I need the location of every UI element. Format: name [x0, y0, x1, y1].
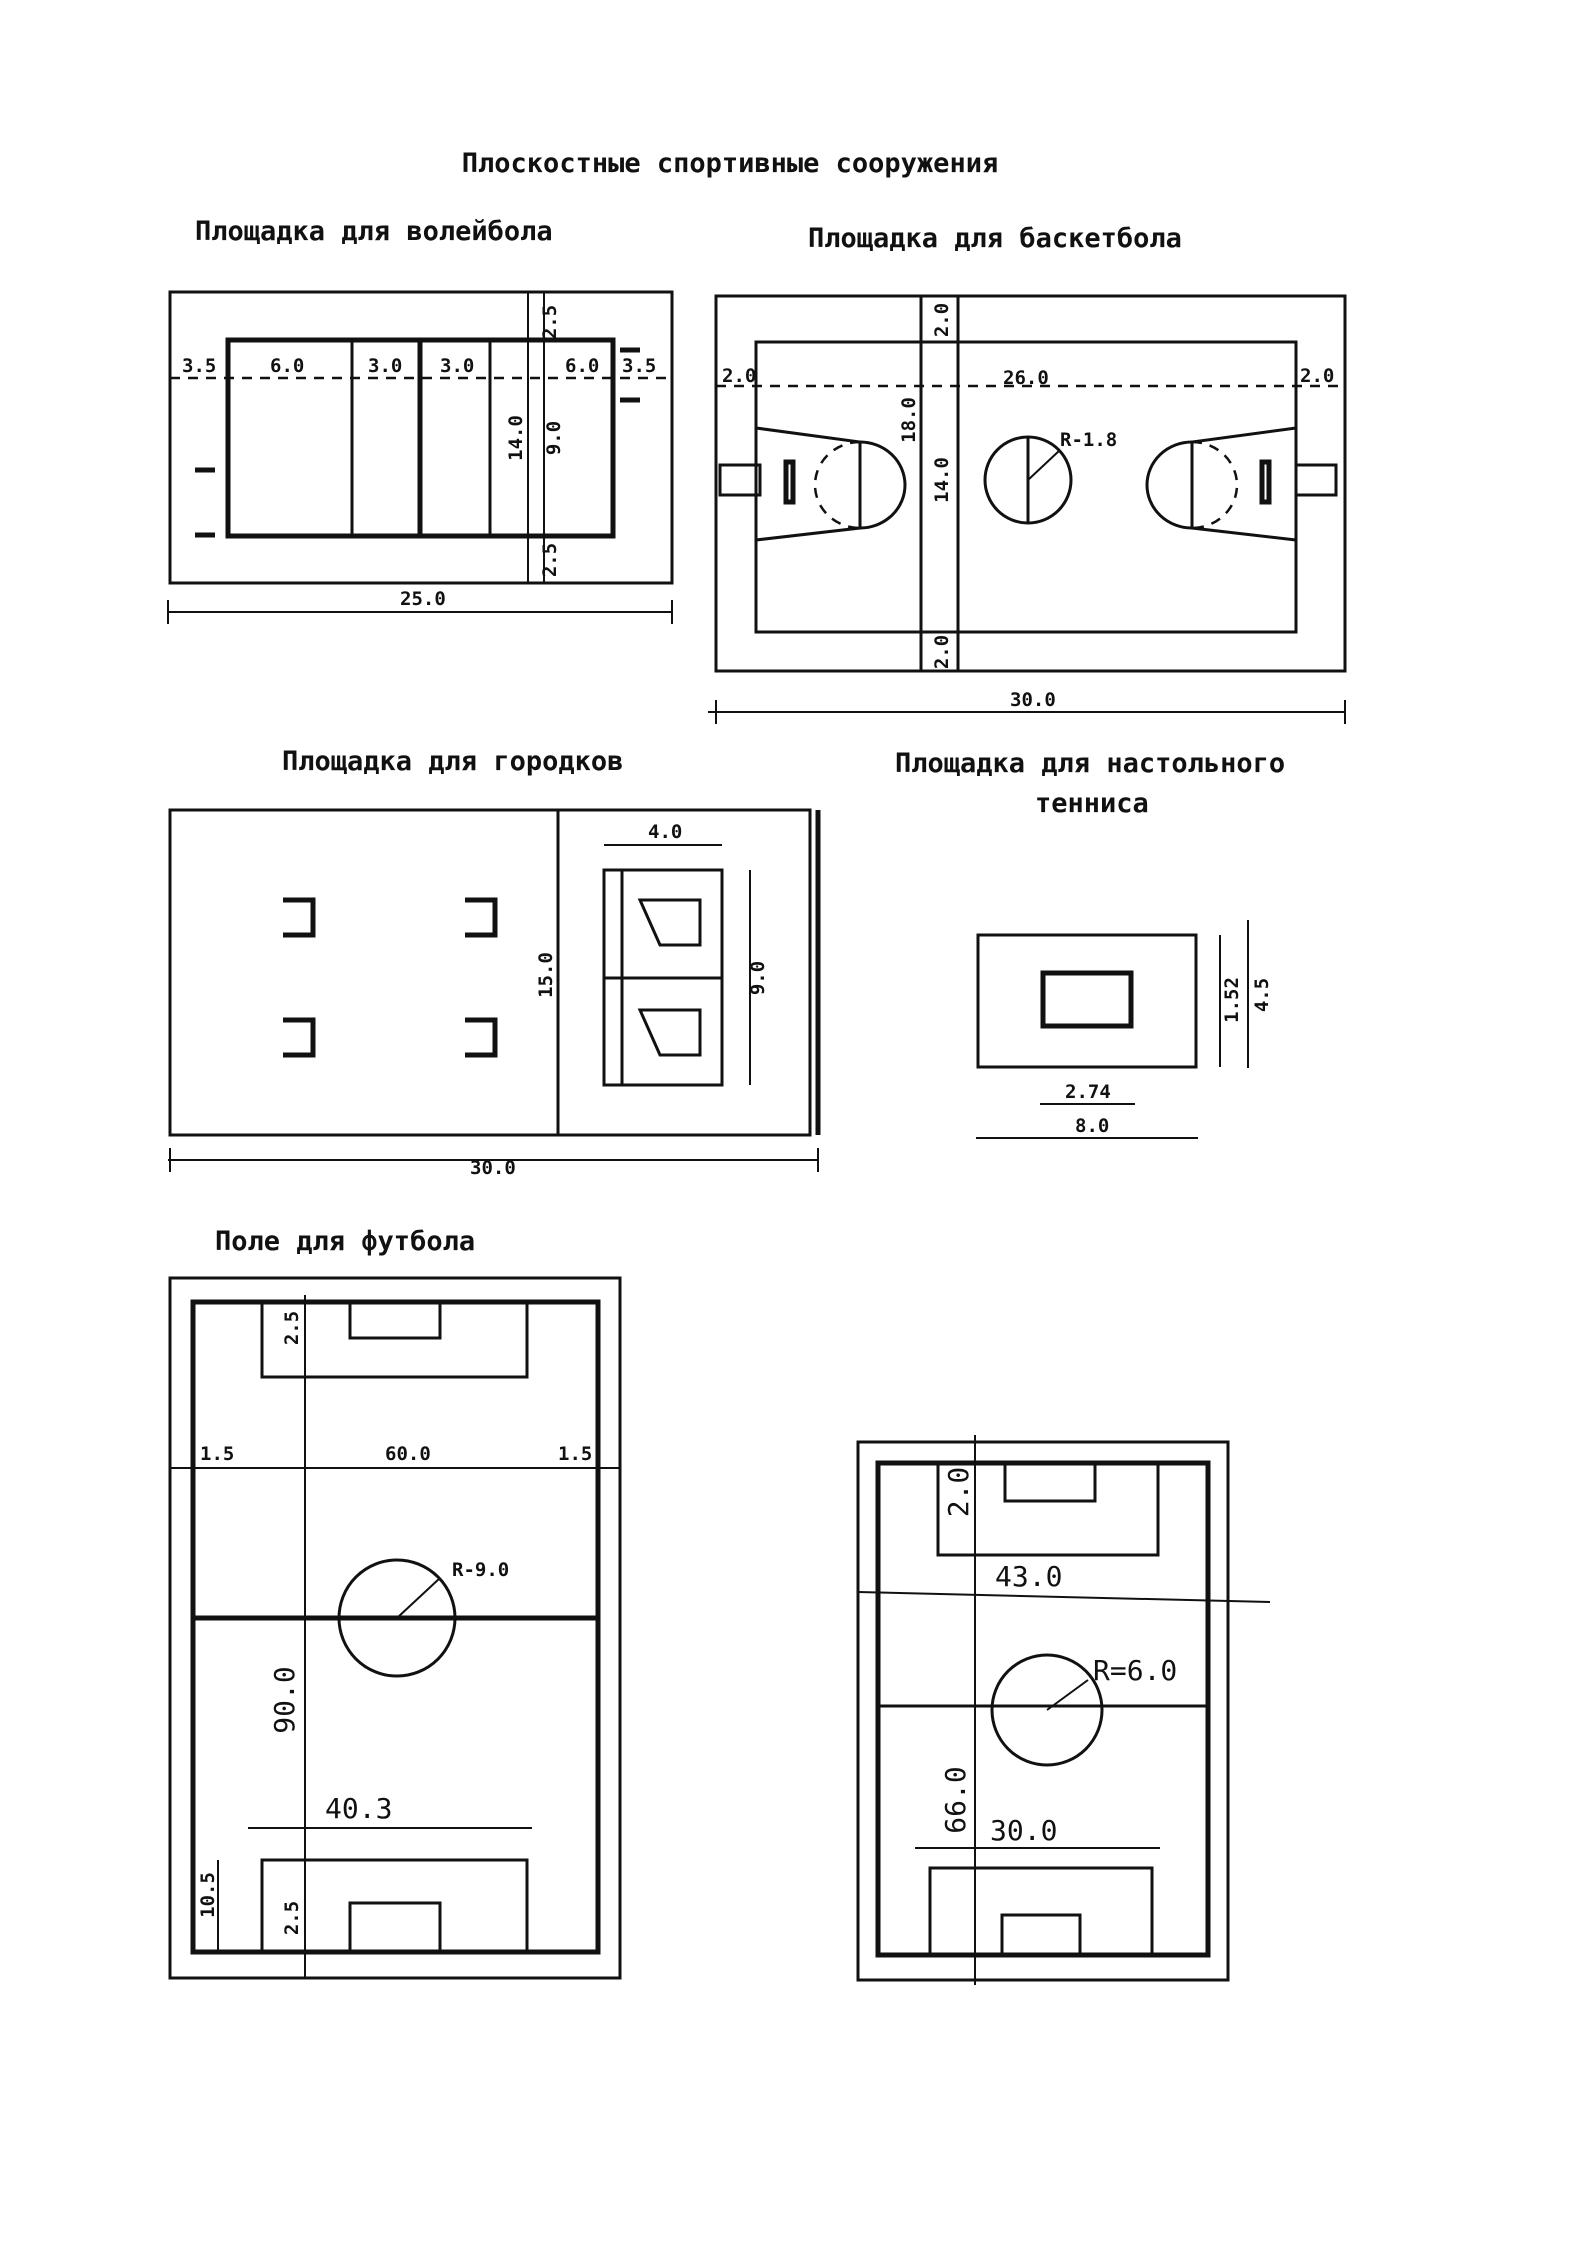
table-tennis-court: Площадка для настольного тенниса 1.52 4.…: [895, 748, 1285, 1139]
football-goal-area-top: [348, 1300, 442, 1340]
basketball-dim-label: 2.0: [931, 303, 953, 337]
gorodki-dim-label: 15.0: [535, 952, 557, 998]
table-tennis-dim-label: 4.5: [1251, 978, 1273, 1012]
volleyball-dim-label: 6.0: [565, 355, 599, 377]
volleyball-dim-label: 3.0: [368, 355, 402, 377]
basketball-dim-label: 18.0: [898, 397, 920, 443]
football-small-goal-area-top: [1003, 1461, 1097, 1503]
volleyball-dim-label: 14.0: [505, 415, 527, 461]
gorodki-dim-label: 30.0: [470, 1157, 516, 1179]
volleyball-heading: Площадка для волейбола: [195, 216, 553, 247]
volleyball-dim-label: 3.5: [182, 355, 216, 377]
volleyball-dim-label: 9.0: [543, 421, 565, 455]
football-small-center-circle: [990, 1653, 1104, 1767]
volleyball-dim-label: 2.5: [539, 305, 561, 339]
volleyball-dim-label: 6.0: [270, 355, 304, 377]
gorodki-target: [637, 898, 702, 947]
basketball-dim-label: 30.0: [1010, 689, 1056, 711]
football-dim-label: 10.5: [197, 1872, 219, 1918]
football-small-width-dim: [857, 1591, 1271, 1603]
basketball-dim-label: 26.0: [1003, 367, 1049, 389]
football-small-dim-label: 43.0: [995, 1560, 1062, 1593]
football-small-dim-label: 30.0: [990, 1814, 1057, 1847]
gorodki-outer-area: [168, 808, 812, 1137]
football-playing-field: [190, 1299, 601, 1955]
basketball-key-right: [1190, 426, 1297, 542]
basketball-free-throw-arc-right-dash: [1191, 440, 1239, 530]
basketball-radius-label: R-1.8: [1060, 429, 1117, 451]
basketball-radius-line: [1027, 449, 1061, 481]
football-small-dim-label: 66.0: [939, 1766, 972, 1833]
basketball-free-throw-arc-left-dash: [813, 440, 861, 530]
football-small-penalty-area-bottom: [928, 1866, 1154, 1957]
football-dim-label: 2.5: [281, 1311, 303, 1345]
football-small-field: 2.0 43.0 R=6.0 66.0 30.0: [856, 1435, 1271, 1985]
table-tennis-heading: Площадка для настольного: [895, 748, 1285, 779]
football-outer-area: [168, 1276, 622, 1980]
football-small-radius-label: R=6.0: [1093, 1654, 1177, 1687]
football-dim-label: 1.5: [558, 1443, 592, 1465]
volleyball-dim-label: 25.0: [400, 588, 446, 610]
basketball-hoop-left: [783, 459, 796, 505]
basketball-backboard-right: [1294, 463, 1338, 497]
football-small-goal-area-bottom: [1000, 1913, 1082, 1957]
football-radius-line: [396, 1577, 441, 1619]
basketball-dim-label: 14.0: [931, 457, 953, 503]
gorodki-target: [637, 1008, 702, 1057]
football-dim-label: 60.0: [385, 1443, 431, 1465]
football-dim-label: 40.3: [325, 1792, 392, 1825]
football-radius-label: R-9.0: [452, 1559, 509, 1581]
table-tennis-dim-label: 8.0: [1075, 1115, 1109, 1137]
page-title: Плоскостные спортивные сооружения: [462, 148, 998, 179]
volleyball-outer-area: [168, 290, 674, 585]
gorodki-heading: Площадка для городков: [282, 746, 623, 777]
football-small-dim-label: 2.0: [942, 1467, 975, 1518]
basketball-dim-label: 2.0: [1300, 365, 1334, 387]
basketball-dim-label: 2.0: [931, 635, 953, 669]
table-tennis-dim-label: 1.52: [1221, 977, 1243, 1023]
basketball-free-throw-arc-left: [859, 440, 907, 530]
football-dim-label: 90.0: [268, 1666, 301, 1733]
basketball-key-left: [755, 426, 862, 542]
football-small-radius-line: [1046, 1679, 1089, 1711]
gorodki-dim-label: 4.0: [648, 821, 682, 843]
football-field: Поле для футбола 2.5 1.5 60.0 1.5 R-9.0 …: [168, 1226, 622, 1980]
football-dim-label: 2.5: [281, 1901, 303, 1935]
football-goal-area-bottom: [348, 1901, 442, 1954]
volleyball-court: Площадка для волейбола 3.5 6.0 3.0 3.0 6…: [167, 216, 674, 624]
gorodki-court: Площадка для городков 4.0 15.0 9.0 30.0: [168, 746, 821, 1179]
gorodki-square: [283, 1017, 316, 1058]
basketball-court: Площадка для баскетбола 2.0 26.0 2.0 2.0…: [708, 223, 1347, 724]
football-small-outer-area: [856, 1440, 1230, 1982]
table-tennis-area: [976, 933, 1198, 1069]
table-tennis-table: [1040, 970, 1134, 1029]
football-center-circle: [337, 1558, 457, 1678]
basketball-backboard-left: [718, 463, 762, 497]
basketball-hoop-right: [1259, 459, 1272, 505]
gorodki-square: [465, 897, 498, 938]
football-heading: Поле для футбола: [215, 1226, 475, 1257]
basketball-outer-area: [714, 294, 1347, 673]
basketball-free-throw-arc-right: [1145, 440, 1193, 530]
basketball-dim-label: 2.0: [722, 365, 756, 387]
gorodki-dim-label: 9.0: [747, 961, 769, 995]
table-tennis-dim-label: 2.74: [1065, 1081, 1111, 1103]
table-tennis-heading-line2: тенниса: [1035, 788, 1149, 819]
basketball-heading: Площадка для баскетбола: [808, 223, 1182, 254]
gorodki-square: [283, 897, 316, 938]
gorodki-square: [465, 1017, 498, 1058]
volleyball-dim-label: 2.5: [539, 543, 561, 577]
volleyball-dim-label: 3.0: [440, 355, 474, 377]
football-dim-label: 1.5: [200, 1443, 234, 1465]
volleyball-dim-label: 3.5: [622, 355, 656, 377]
